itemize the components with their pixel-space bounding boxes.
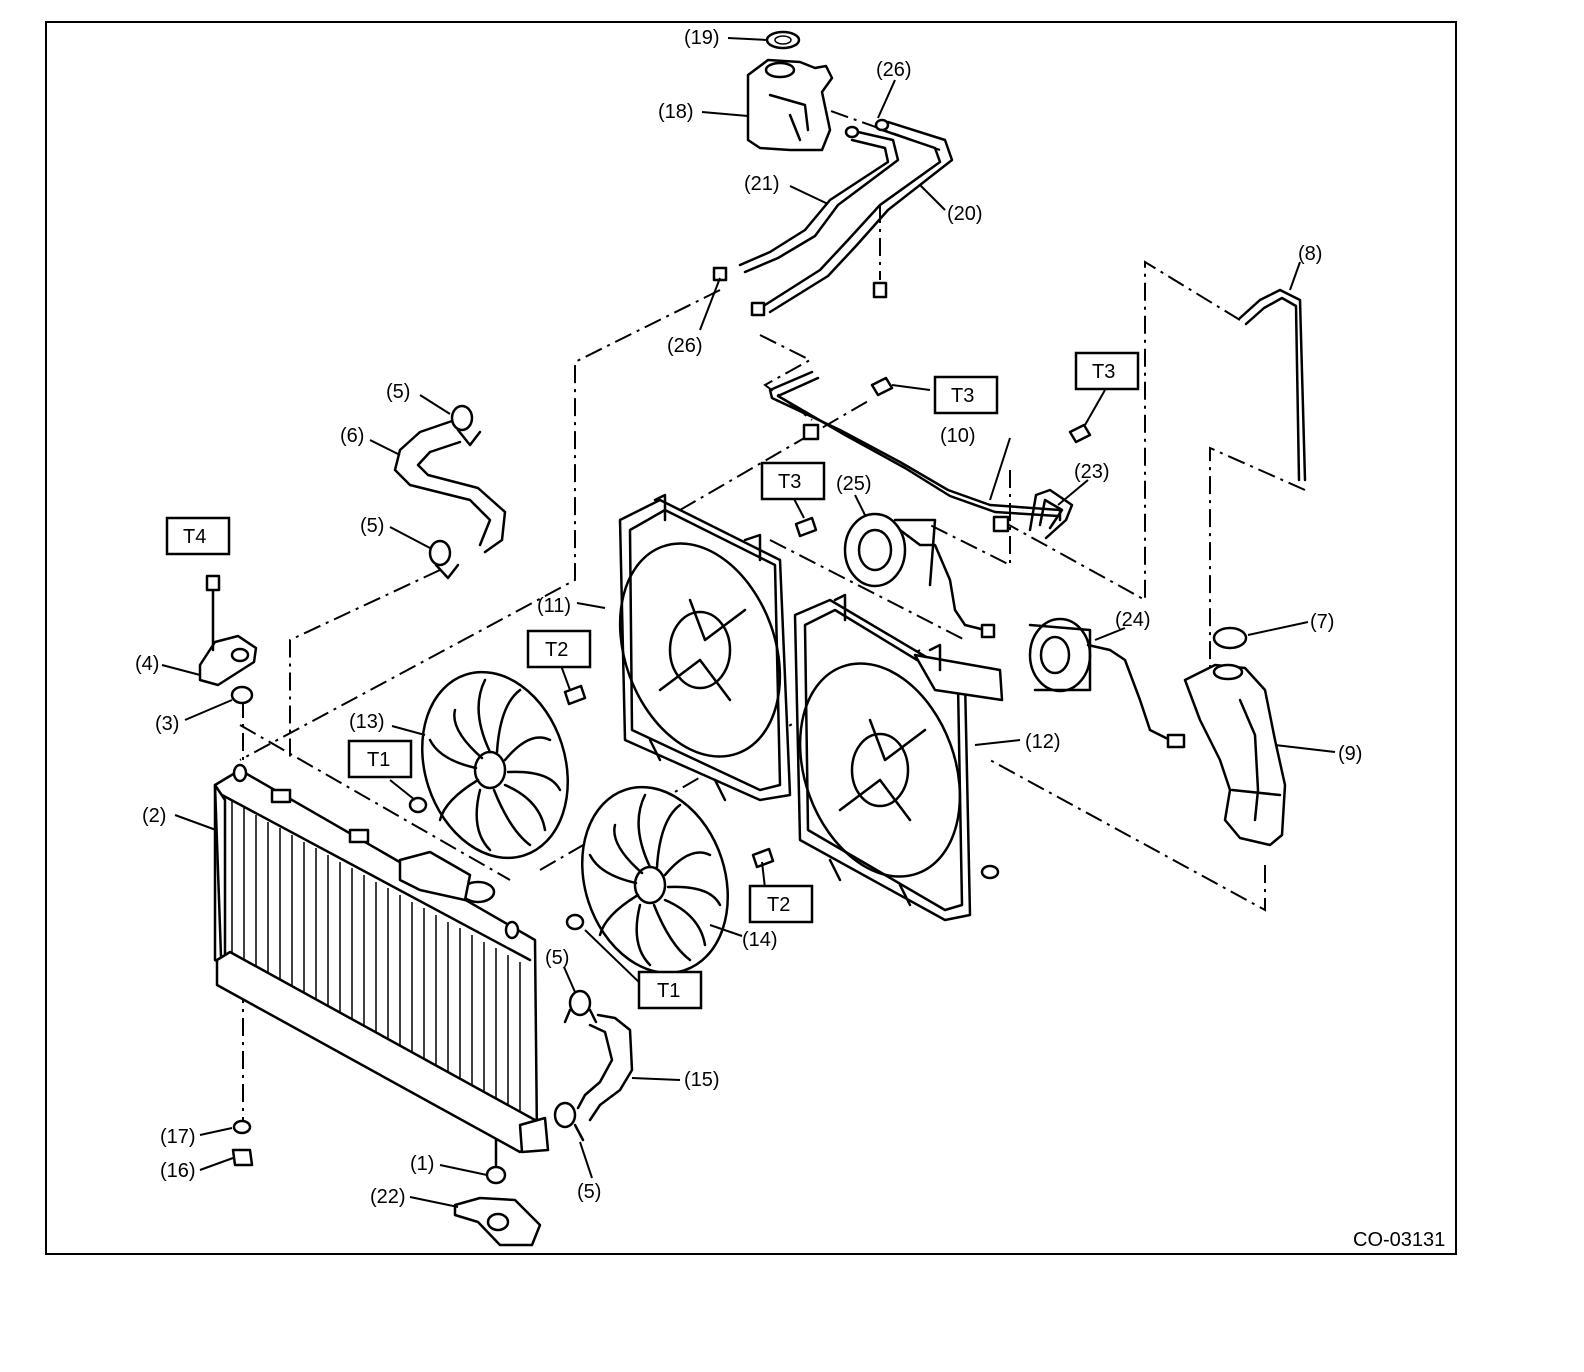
fan-shroud-part-11 [618, 493, 792, 802]
label-part-5-lower: (5) [545, 947, 569, 969]
torque-label-t3-right: T3 [1092, 361, 1115, 383]
reservoir-cap-part-19 [765, 30, 801, 50]
label-part-19: (19) [684, 27, 720, 49]
label-part-1: (1) [410, 1153, 434, 1175]
hose-clamp-part-5-lower [553, 989, 598, 1142]
torque-box-t3-mid: T3 [760, 461, 826, 501]
radiator-upper-hose-part-6 [393, 418, 507, 554]
leader-lines [161, 37, 1336, 1208]
hose-clips-part-26 [712, 266, 766, 317]
label-part-13: (13) [349, 711, 385, 733]
fan-shroud-part-12 [793, 593, 1004, 922]
label-part-9: (9) [1338, 743, 1362, 765]
torque-label-t3-top: T3 [951, 385, 974, 407]
label-part-3: (3) [155, 713, 179, 735]
torque-box-t2-left: T2 [526, 629, 592, 669]
reserve-tank-part-9 [1183, 663, 1287, 847]
o-ring-part-17 [232, 1119, 252, 1135]
pipe-part-10 [768, 370, 1062, 533]
label-part-23: (23) [1074, 461, 1110, 483]
label-part-6: (6) [340, 425, 364, 447]
label-part-10: (10) [940, 425, 976, 447]
label-part-22: (22) [370, 1186, 406, 1208]
torque-label-t3-mid: T3 [778, 471, 801, 493]
hose-part-20 [763, 120, 954, 314]
label-part-7: (7) [1310, 611, 1334, 633]
fan-blade-part-14 [580, 785, 730, 975]
torque-label-t2-right: T2 [767, 894, 790, 916]
bolts-and-nuts [408, 376, 1092, 931]
torque-box-t4: T4 [165, 516, 231, 556]
torque-label-t1-right: T1 [657, 980, 680, 1002]
radiator-part-2 [213, 763, 550, 1154]
radiator-lower-hose-part-15 [576, 1013, 634, 1122]
part-number-labels: (19) (18) (26) (21) (20) (26) (8) (5) (6… [135, 27, 1362, 1208]
label-part-21: (21) [744, 173, 780, 195]
label-part-14: (14) [742, 929, 778, 951]
torque-label-t4: T4 [183, 526, 206, 548]
torque-box-t3-right: T3 [1074, 351, 1140, 391]
figure-code: CO-03131 [1353, 1229, 1445, 1251]
label-part-15: (15) [684, 1069, 720, 1091]
label-part-2: (2) [142, 805, 166, 827]
torque-box-t1-left: T1 [347, 739, 413, 779]
torque-callouts: T3 T3 T3 T4 T2 T1 T2 T1 [165, 351, 1140, 1010]
label-part-18: (18) [658, 101, 694, 123]
label-part-26-top: (26) [876, 59, 912, 81]
fan-blade-part-13 [420, 670, 570, 860]
fan-motor-part-25 [843, 512, 996, 639]
label-part-5-mid: (5) [360, 515, 384, 537]
hose-clamp-part-5-upper [428, 404, 482, 580]
label-part-26-bottom: (26) [667, 335, 703, 357]
label-part-24: (24) [1115, 609, 1151, 631]
label-part-5-bottom: (5) [577, 1181, 601, 1203]
torque-label-t2-left: T2 [545, 639, 568, 661]
torque-box-t3-top: T3 [933, 375, 999, 415]
label-part-8: (8) [1298, 243, 1322, 265]
lower-bracket-part-22 [453, 1196, 542, 1247]
reserve-tank-cap-part-7 [1212, 626, 1248, 650]
cushion-part-1 [485, 1138, 507, 1185]
torque-box-t1-right: T1 [637, 970, 703, 1010]
torque-box-t2-right: T2 [748, 884, 814, 924]
diagram-border [45, 21, 1457, 1255]
label-part-11: (11) [537, 595, 571, 617]
fan-motor-part-24 [1028, 617, 1186, 749]
label-part-16: (16) [160, 1160, 196, 1182]
label-part-12: (12) [1025, 731, 1061, 753]
radiator-core-fins [231, 800, 521, 1128]
upper-bracket-part-4 [198, 574, 258, 687]
label-part-4: (4) [135, 653, 159, 675]
label-part-20: (20) [947, 203, 983, 225]
label-part-5-top: (5) [386, 381, 410, 403]
hose-part-21 [738, 130, 900, 274]
drain-plug-part-16 [231, 1148, 254, 1167]
label-part-25: (25) [836, 473, 872, 495]
torque-label-t1-left: T1 [367, 749, 390, 771]
hose-part-8 [1238, 288, 1307, 482]
label-part-17: (17) [160, 1126, 196, 1148]
hose-part-23 [1028, 488, 1074, 540]
cushion-part-3 [230, 685, 254, 705]
filler-neck-part-18 [746, 58, 890, 152]
